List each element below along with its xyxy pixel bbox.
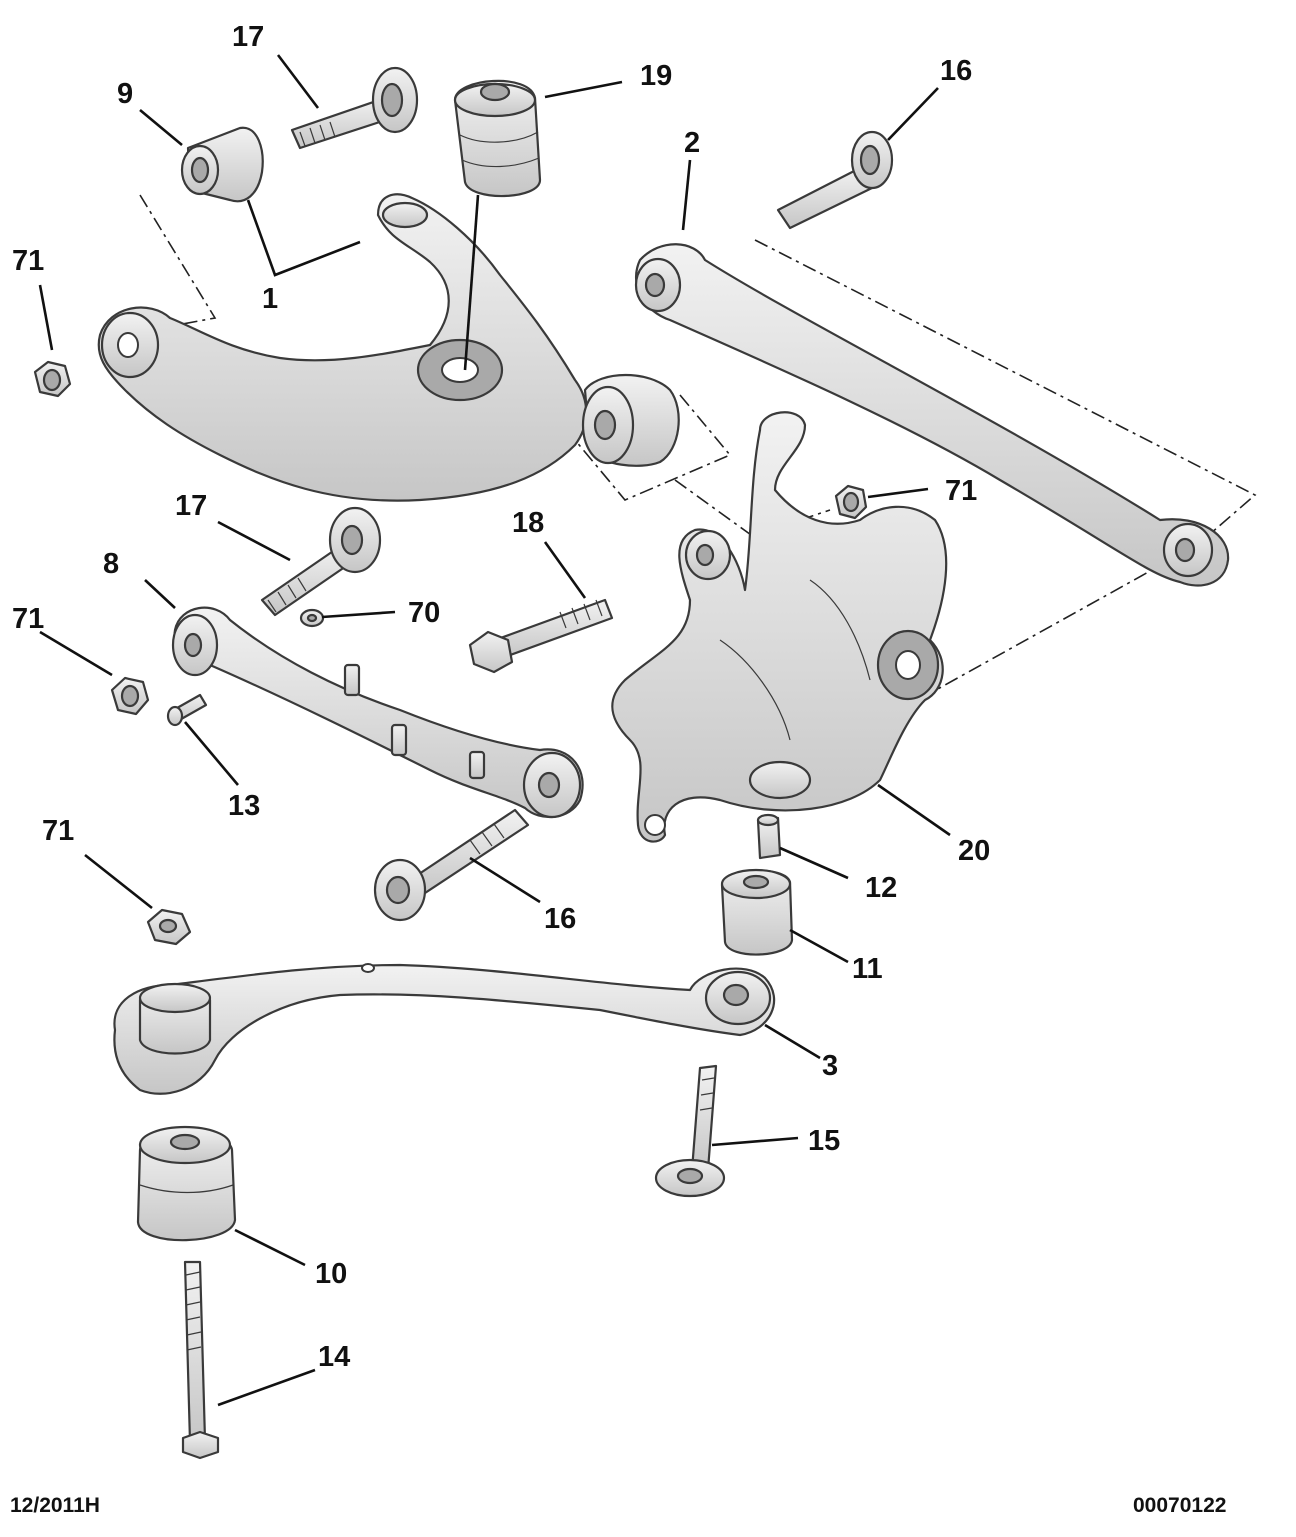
- sleeve-12: [756, 813, 782, 860]
- washer-70: [299, 608, 325, 628]
- bolt-17-middle: [260, 506, 382, 617]
- callout-16-top: 16: [940, 55, 972, 87]
- bolt-17-top: [290, 66, 419, 150]
- callout-1: 1: [262, 283, 278, 315]
- bush-9: [180, 126, 264, 203]
- bolt-13: [166, 693, 208, 727]
- callout-9: 9: [117, 78, 133, 110]
- callout-15: 15: [808, 1125, 840, 1157]
- lower-control-arm-3: [113, 963, 776, 1095]
- callout-10: 10: [315, 1258, 347, 1290]
- callout-20: 20: [958, 835, 990, 867]
- callout-19: 19: [640, 60, 672, 92]
- nut-71-middle-left: [110, 676, 150, 716]
- callout-16-lower: 16: [544, 903, 576, 935]
- callout-2: 2: [684, 127, 700, 159]
- toe-link-2: [634, 243, 1230, 587]
- bolt-16-top: [776, 130, 894, 230]
- callout-70: 70: [408, 597, 440, 629]
- bolt-16-lower: [373, 808, 530, 922]
- callout-14: 14: [318, 1341, 350, 1373]
- nut-71-upper-left: [33, 360, 72, 398]
- callout-71-upper: 71: [12, 245, 44, 277]
- bolt-18: [468, 598, 614, 674]
- upper-arm-rear-bush: [581, 374, 680, 467]
- callout-71-right: 71: [945, 475, 977, 507]
- callout-11: 11: [852, 953, 883, 985]
- upper-control-arm: [97, 193, 588, 502]
- bush-10: [136, 1125, 237, 1242]
- callout-71-lower: 71: [42, 815, 74, 847]
- bush-11: [720, 868, 794, 956]
- callout-8: 8: [103, 548, 119, 580]
- callout-17-top: 17: [232, 21, 264, 53]
- callout-18: 18: [512, 507, 544, 539]
- bolt-15: [654, 1064, 726, 1198]
- callout-17-middle: 17: [175, 490, 207, 522]
- callout-13: 13: [228, 790, 260, 822]
- hub-carrier-20: [611, 411, 948, 843]
- callout-3: 3: [822, 1050, 838, 1082]
- adjustable-link-8: [171, 606, 584, 819]
- nut-71-right: [834, 484, 868, 520]
- callout-12: 12: [865, 872, 897, 904]
- bush-19: [453, 79, 542, 198]
- date-code: 12/2011H: [10, 1494, 100, 1517]
- nut-71-lower: [146, 908, 192, 946]
- bolt-14: [181, 1260, 220, 1460]
- leader-lines: [38, 54, 951, 1407]
- callout-labels: 17 9 19 16 2 71 1 71 17 18 8 70 71 13 20…: [12, 21, 990, 1373]
- diagram-reference: 00070122: [1133, 1494, 1226, 1517]
- callout-71-middle: 71: [12, 603, 44, 635]
